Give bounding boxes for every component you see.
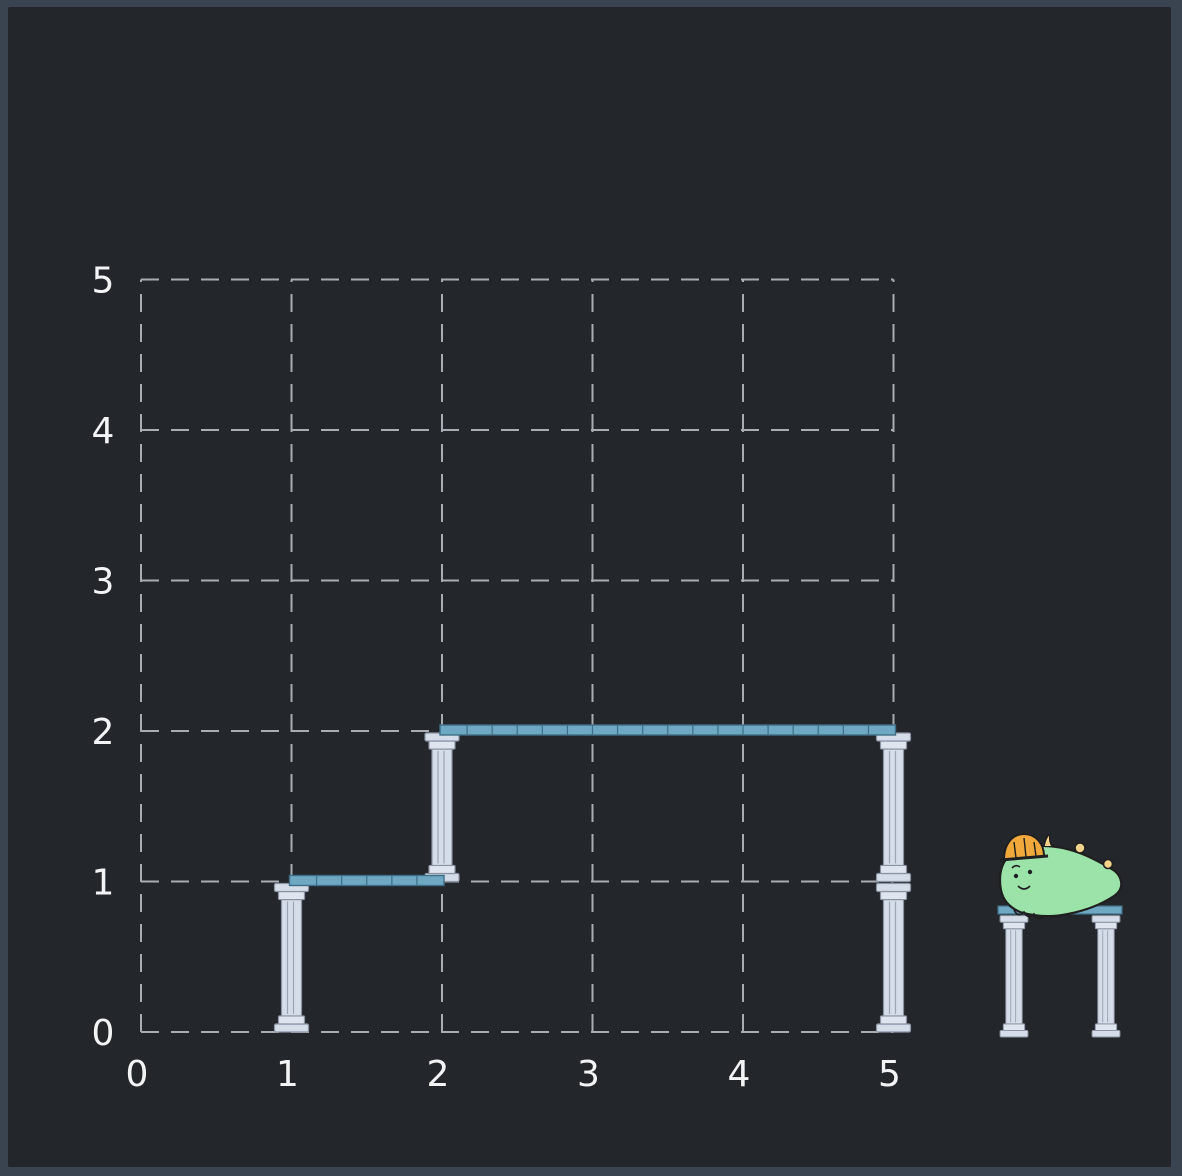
pillar [875,882,912,1033]
hard-hat-icon [999,832,1049,862]
green-blob-with-hard-hat-icon [997,832,1123,1038]
y-tick-label: 3 [92,562,115,603]
dashed-grid [140,278,895,1033]
y-tick-label: 5 [92,261,115,302]
y-tick-label: 2 [92,712,115,753]
y-tick-label: 0 [92,1013,115,1054]
beam-layer [288,724,897,887]
x-tick-label: 2 [427,1054,450,1095]
x-tick-label: 1 [276,1054,299,1095]
creature-body [998,832,1123,920]
pillar [424,732,460,883]
x-tick-label: 3 [577,1054,600,1095]
y-tick-label: 4 [92,411,115,452]
x-tick-label: 4 [728,1054,751,1095]
y-axis-ticks: 0 1 2 3 4 5 [92,261,115,1055]
x-tick-label: 5 [878,1054,901,1095]
mini-bridge-icon [997,905,1123,1038]
beam [288,874,445,887]
pillar [273,882,310,1033]
y-tick-label: 1 [92,863,115,904]
x-axis-ticks: 0 1 2 3 4 5 [126,1054,901,1095]
pillar [875,732,912,883]
beam [439,724,897,736]
x-tick-label: 0 [126,1054,149,1095]
diagram-panel [8,7,1171,1167]
